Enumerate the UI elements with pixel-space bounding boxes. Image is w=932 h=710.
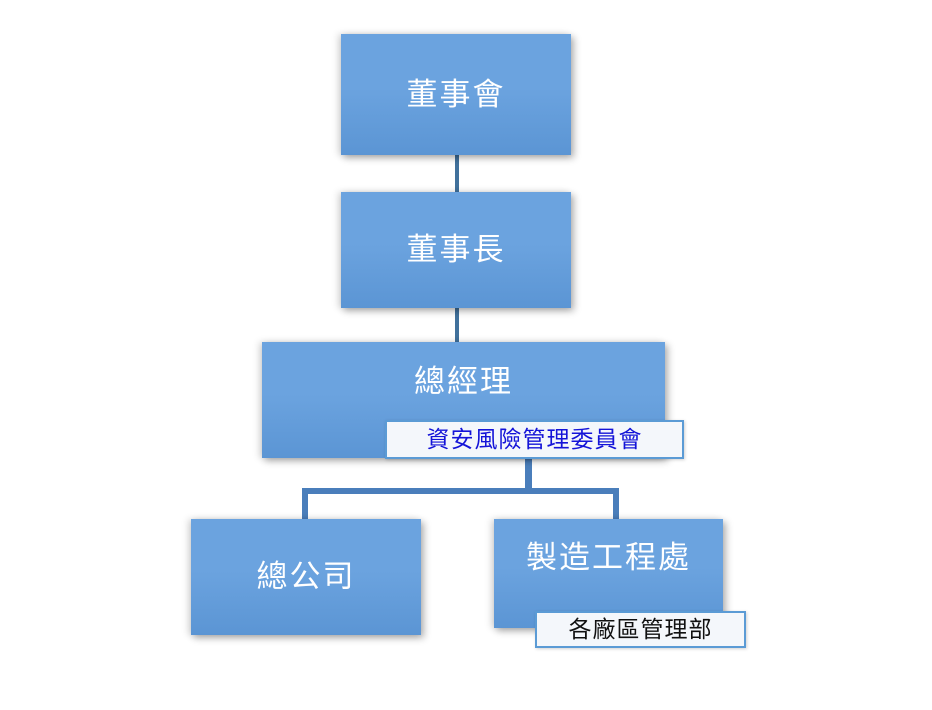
connector-branch-to-manufacturing [613, 488, 619, 522]
callout-security-risk-committee-label: 資安風險管理委員會 [426, 425, 643, 452]
connector-branch-to-head-office [302, 488, 308, 522]
org-node-board[interactable]: 董事會 [341, 34, 571, 155]
org-node-head-office-label: 總公司 [256, 559, 356, 595]
callout-plant-management-label: 各廠區管理部 [568, 615, 713, 642]
callout-security-risk-committee[interactable]: 資安風險管理委員會 [385, 420, 684, 459]
org-node-chairman-label: 董事長 [406, 232, 506, 268]
connector-gm-trunk [525, 455, 532, 490]
callout-plant-management[interactable]: 各廠區管理部 [535, 611, 746, 648]
org-node-chairman[interactable]: 董事長 [341, 192, 571, 308]
connector-branch-bar [302, 488, 619, 494]
org-node-general-manager-label: 總經理 [414, 364, 513, 400]
connector-chairman-to-general-manager [455, 307, 459, 345]
org-node-manufacturing-engineering-label: 製造工程處 [526, 539, 691, 575]
org-node-head-office[interactable]: 總公司 [191, 519, 421, 635]
org-node-board-label: 董事會 [406, 76, 506, 112]
connector-board-to-chairman [455, 154, 459, 194]
org-node-manufacturing-engineering[interactable]: 製造工程處 [494, 519, 723, 628]
